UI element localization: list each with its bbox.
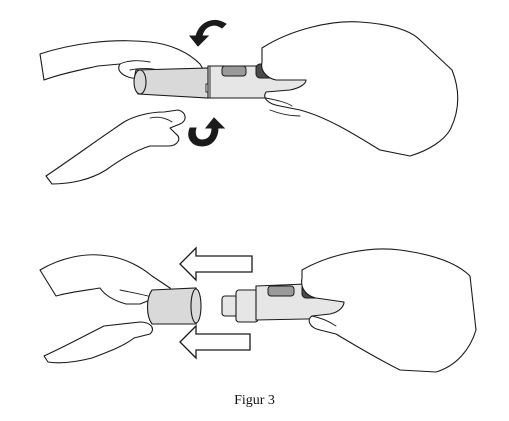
left-arrow-outline-bottom	[179, 324, 251, 360]
figure-caption: Figur 3	[234, 393, 275, 408]
panel-twist-cap	[39, 20, 459, 185]
removed-cap	[146, 287, 202, 325]
left-hand-bottom	[45, 109, 186, 185]
curved-rotation-arrow-top	[188, 20, 227, 47]
curved-rotation-arrow-bottom	[188, 117, 226, 147]
left-hand-cap	[39, 254, 173, 364]
right-hand-bottom	[301, 248, 477, 373]
left-arrow-outline-top	[179, 246, 253, 282]
right-hand-top	[261, 21, 459, 157]
panel-pull-cap	[39, 246, 477, 373]
